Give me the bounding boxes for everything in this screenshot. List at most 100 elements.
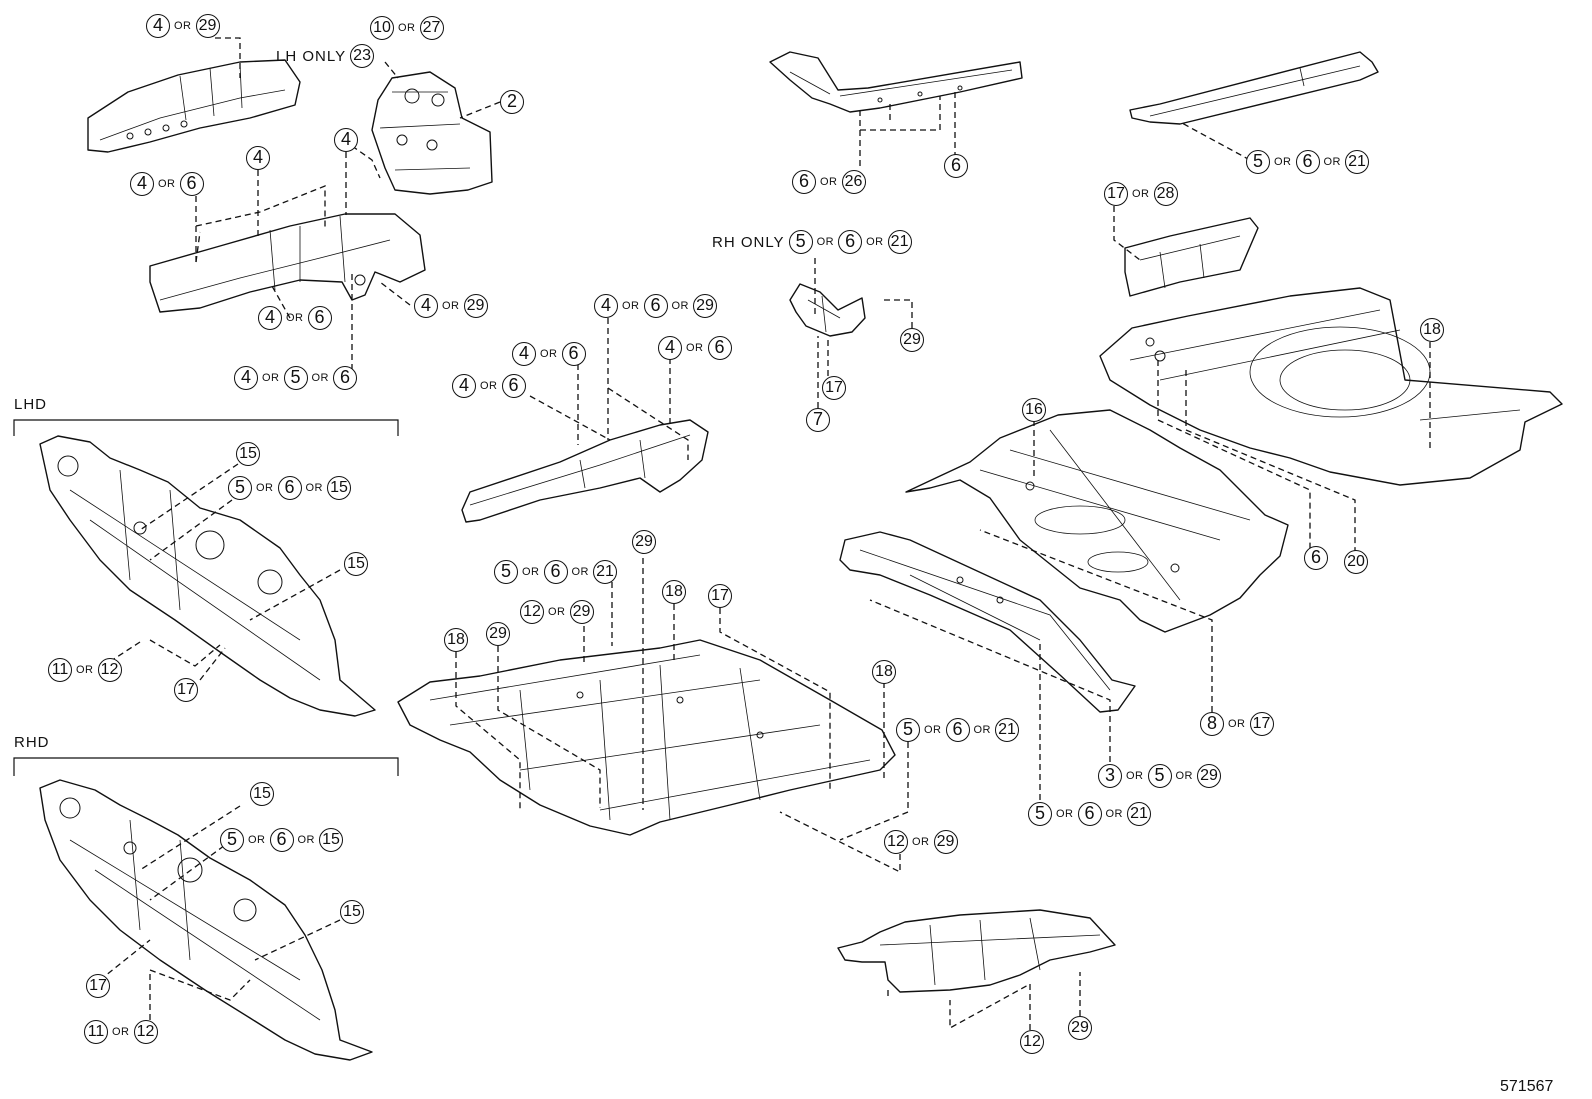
callout-12-tunnel: 12: [1020, 1030, 1044, 1054]
or-separator: OR: [1126, 770, 1144, 782]
part-number: 6: [1295, 150, 1320, 174]
or-separator: OR: [540, 348, 558, 360]
part-number: 23: [350, 44, 375, 68]
lhd-label: LHD: [14, 396, 48, 413]
or-separator: OR: [686, 342, 704, 354]
or-separator: OR: [548, 606, 566, 618]
callout-7: 7: [806, 408, 830, 432]
callout-15-lhd-right: 15: [344, 552, 368, 576]
part-number: 2: [500, 90, 524, 114]
part-number: 18: [1420, 318, 1444, 342]
callout-18-floor-center: 18: [662, 580, 686, 604]
or-separator: OR: [256, 482, 274, 494]
or-separator: OR: [820, 176, 838, 188]
rhd-label: RHD: [14, 734, 50, 751]
part-number: 4: [512, 342, 536, 366]
or-separator: OR: [262, 372, 280, 384]
part-number: 12: [97, 658, 122, 682]
callout-29-floor-top: 29: [632, 530, 656, 554]
part-number: 5: [1147, 764, 1172, 788]
callout-17-floor: 17: [708, 584, 732, 608]
part-number: 17: [708, 584, 732, 608]
part-number: 12: [133, 1020, 158, 1044]
or-separator: OR: [1056, 808, 1074, 820]
rear-floor-crossmember-upper: [1124, 217, 1259, 297]
rhd-dash-panel: [39, 779, 373, 1061]
lhd-section-bracket: [13, 419, 399, 436]
part-number: 4: [234, 366, 258, 390]
part-number: 6: [945, 718, 970, 742]
part-number: 17: [822, 376, 846, 400]
callout-6-rocker: 6: [944, 154, 968, 178]
or-separator: OR: [158, 178, 176, 190]
part-number: 5: [1246, 150, 1270, 174]
or-separator: OR: [1274, 156, 1292, 168]
part-number: 6: [501, 374, 526, 398]
or-separator: OR: [1323, 156, 1341, 168]
part-number: 17: [1104, 182, 1128, 206]
part-number: 15: [250, 782, 274, 806]
front-side-member-upper: [87, 59, 301, 153]
part-number: 12: [1020, 1030, 1044, 1054]
part-number: 4: [146, 14, 170, 38]
part-number: 4: [130, 172, 154, 196]
rh-bracket: [789, 283, 866, 337]
part-number: 29: [632, 530, 656, 554]
part-number: 11: [84, 1020, 108, 1044]
leader-lines: [99, 37, 1431, 1040]
callout-17-rhd: 17: [86, 974, 110, 998]
part-number: 6: [277, 476, 302, 500]
part-number: 6: [643, 294, 668, 318]
or-separator: OR: [1105, 808, 1123, 820]
lhd-dash-panel: [39, 435, 376, 717]
part-number: 6: [333, 366, 357, 390]
part-number: 4: [334, 128, 358, 152]
or-separator: OR: [912, 836, 930, 848]
rear-floor-pan: [1099, 287, 1563, 486]
part-number: 10: [370, 16, 394, 40]
part-number: 4: [246, 146, 270, 170]
part-number: 29: [693, 294, 717, 318]
part-number: 18: [872, 660, 896, 684]
callout-29-bracket: 29: [900, 328, 924, 352]
part-number: 6: [269, 828, 294, 852]
part-number: 18: [662, 580, 686, 604]
part-number: 15: [236, 442, 260, 466]
figure-id: 571567: [1500, 1078, 1554, 1095]
part-number: 29: [933, 830, 958, 854]
part-number: 7: [806, 408, 830, 432]
or-separator: OR: [398, 22, 416, 34]
front-floor-crossmember: [461, 419, 709, 523]
part-number: 12: [884, 830, 908, 854]
part-number: 15: [319, 828, 343, 852]
part-number: 21: [593, 560, 617, 584]
part-number: 6: [838, 230, 863, 254]
part-number: 5: [220, 828, 244, 852]
part-number: 6: [543, 560, 568, 584]
or-separator: OR: [174, 20, 192, 32]
callout-17-bracket: 17: [822, 376, 846, 400]
part-number: 8: [1200, 712, 1224, 736]
part-number: 15: [344, 552, 368, 576]
part-number: 11: [48, 658, 72, 682]
part-number: 21: [995, 718, 1019, 742]
callout-6-rear-floor: 6: [1304, 546, 1328, 570]
floor-crossmember: [839, 531, 1136, 713]
callout-18-floor-right: 18: [872, 660, 896, 684]
part-number: 17: [1249, 712, 1274, 736]
part-number: 27: [419, 16, 444, 40]
part-number: 15: [340, 900, 364, 924]
part-number: 6: [307, 306, 332, 330]
or-separator: OR: [286, 312, 304, 324]
